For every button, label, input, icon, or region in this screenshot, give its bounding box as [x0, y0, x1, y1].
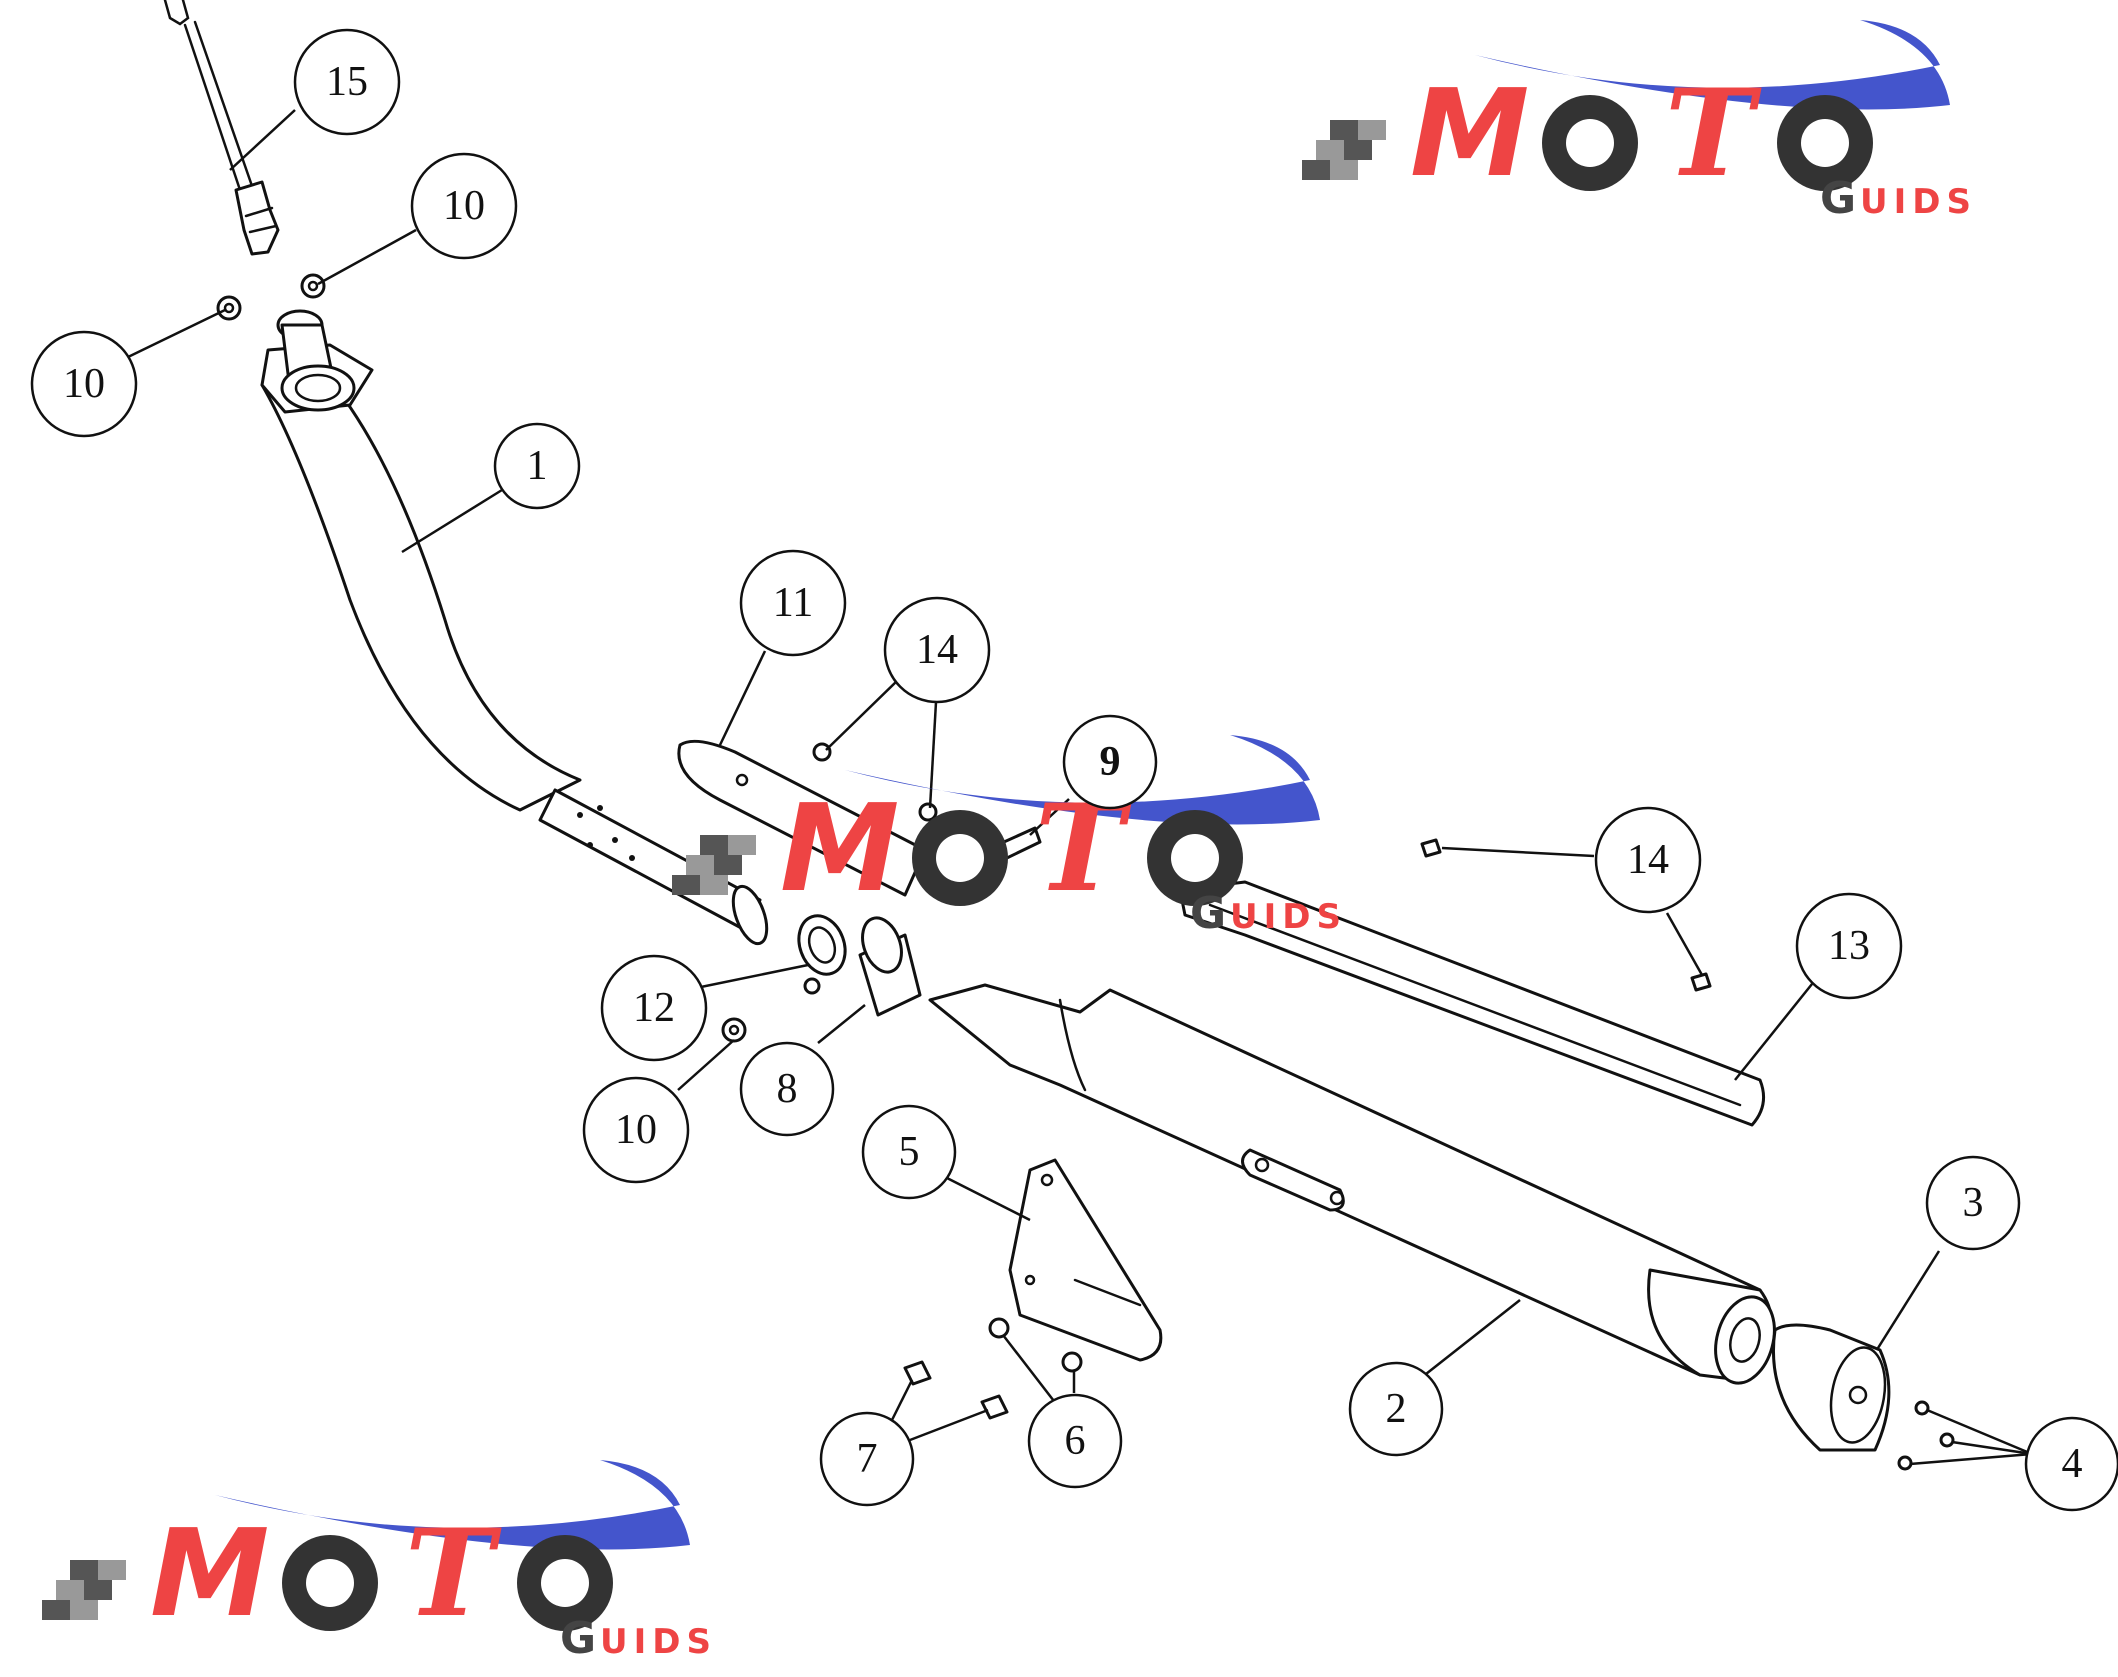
callout-label: 9	[1100, 739, 1121, 785]
callout-label: 14	[1627, 837, 1669, 883]
part-8-sleeve	[858, 916, 922, 1017]
callout-label: 6	[1065, 1418, 1086, 1464]
watermark-sub-rest: UIDS	[1230, 897, 1347, 937]
part-10-nut-upper-left	[216, 295, 242, 321]
callout-12: 12	[600, 954, 708, 1062]
part-10-nut-lower	[721, 1017, 747, 1043]
watermark-gear-icon	[1147, 810, 1243, 906]
watermark-logo-bottom-left: M T G UIDS	[42, 1460, 717, 1664]
watermark-letter-m: M	[1410, 65, 1529, 204]
part-7-bolts	[903, 1360, 1009, 1420]
callout-9: 9	[1062, 714, 1158, 810]
callout-label: 10	[63, 361, 105, 407]
part-11-front-heat-shield	[677, 739, 927, 897]
part-1-header-pipe	[260, 309, 769, 946]
callout-label: 11	[773, 580, 813, 626]
watermark-letter-m: M	[780, 780, 899, 919]
part-13-muffler-heat-shield	[1178, 880, 1766, 1127]
watermark-sub-rest: UIDS	[600, 1622, 717, 1662]
watermark-gear-icon	[1542, 95, 1638, 191]
callout-label: 10	[443, 183, 485, 229]
callout-label: 8	[777, 1066, 798, 1112]
callout-10-left: 10	[30, 330, 138, 438]
callout-13: 13	[1795, 892, 1903, 1000]
callout-6: 6	[1027, 1393, 1123, 1489]
part-6-nuts	[988, 1317, 1083, 1373]
watermark-letter-t: T	[405, 1503, 502, 1644]
watermark-gear-icon	[912, 810, 1008, 906]
callout-1: 1	[493, 422, 581, 510]
callout-11: 11	[739, 549, 847, 657]
watermark-sub-rest: UIDS	[1860, 182, 1977, 222]
watermark-sub-first: G	[1190, 888, 1226, 939]
callout-2: 2	[1348, 1361, 1444, 1457]
watermark-gear-icon	[282, 1535, 378, 1631]
watermark-gear-icon	[1777, 95, 1873, 191]
part-4-screws	[1897, 1400, 1955, 1471]
callout-label: 4	[2062, 1441, 2083, 1487]
callout-label: 1	[527, 443, 548, 489]
callout-14-right: 14	[1594, 806, 1702, 914]
callout-label: 3	[1963, 1180, 1984, 1226]
watermark-logo-top-right: M T G UIDS	[1302, 20, 1977, 224]
part-15-oxygen-sensor	[163, 0, 280, 256]
part-10-nut-upper-right	[300, 273, 326, 299]
callout-label: 7	[857, 1436, 878, 1482]
part-12-clamp	[797, 914, 847, 995]
callout-label: 13	[1828, 923, 1870, 969]
callout-5: 5	[861, 1104, 957, 1200]
part-14-bolt-a	[812, 742, 832, 762]
watermark-gear-icon	[517, 1535, 613, 1631]
part-2-muffler	[928, 983, 1776, 1385]
callout-label: 2	[1386, 1386, 1407, 1432]
part-5-bracket	[1008, 1158, 1163, 1362]
leader-lines	[125, 109, 2033, 1466]
part-3-end-cap	[1771, 1323, 1891, 1452]
callout-label: 10	[615, 1107, 657, 1153]
callout-7: 7	[819, 1411, 915, 1507]
part-14-bolt-c	[1420, 838, 1442, 858]
callout-10-bottom: 10	[582, 1076, 690, 1184]
callout-15: 15	[293, 28, 401, 136]
callout-3: 3	[1925, 1155, 2021, 1251]
part-14-bolt-d	[1690, 972, 1712, 992]
watermark-letter-t: T	[1665, 63, 1762, 204]
callout-label: 14	[916, 627, 958, 673]
watermark-sub-first: G	[1820, 173, 1856, 224]
callout-label: 5	[899, 1129, 920, 1175]
watermark-sub-first: G	[560, 1613, 596, 1664]
watermark-letter-m: M	[150, 1505, 269, 1644]
callout-4: 4	[2024, 1416, 2118, 1512]
callout-10-top: 10	[410, 152, 518, 260]
part-14-bolt-b	[918, 802, 938, 822]
callout-14-upper: 14	[883, 596, 991, 704]
callout-8: 8	[739, 1041, 835, 1137]
callout-label: 15	[326, 59, 368, 105]
callout-label: 12	[633, 985, 675, 1031]
watermark-logo-middle: M T G UIDS	[672, 735, 1347, 939]
